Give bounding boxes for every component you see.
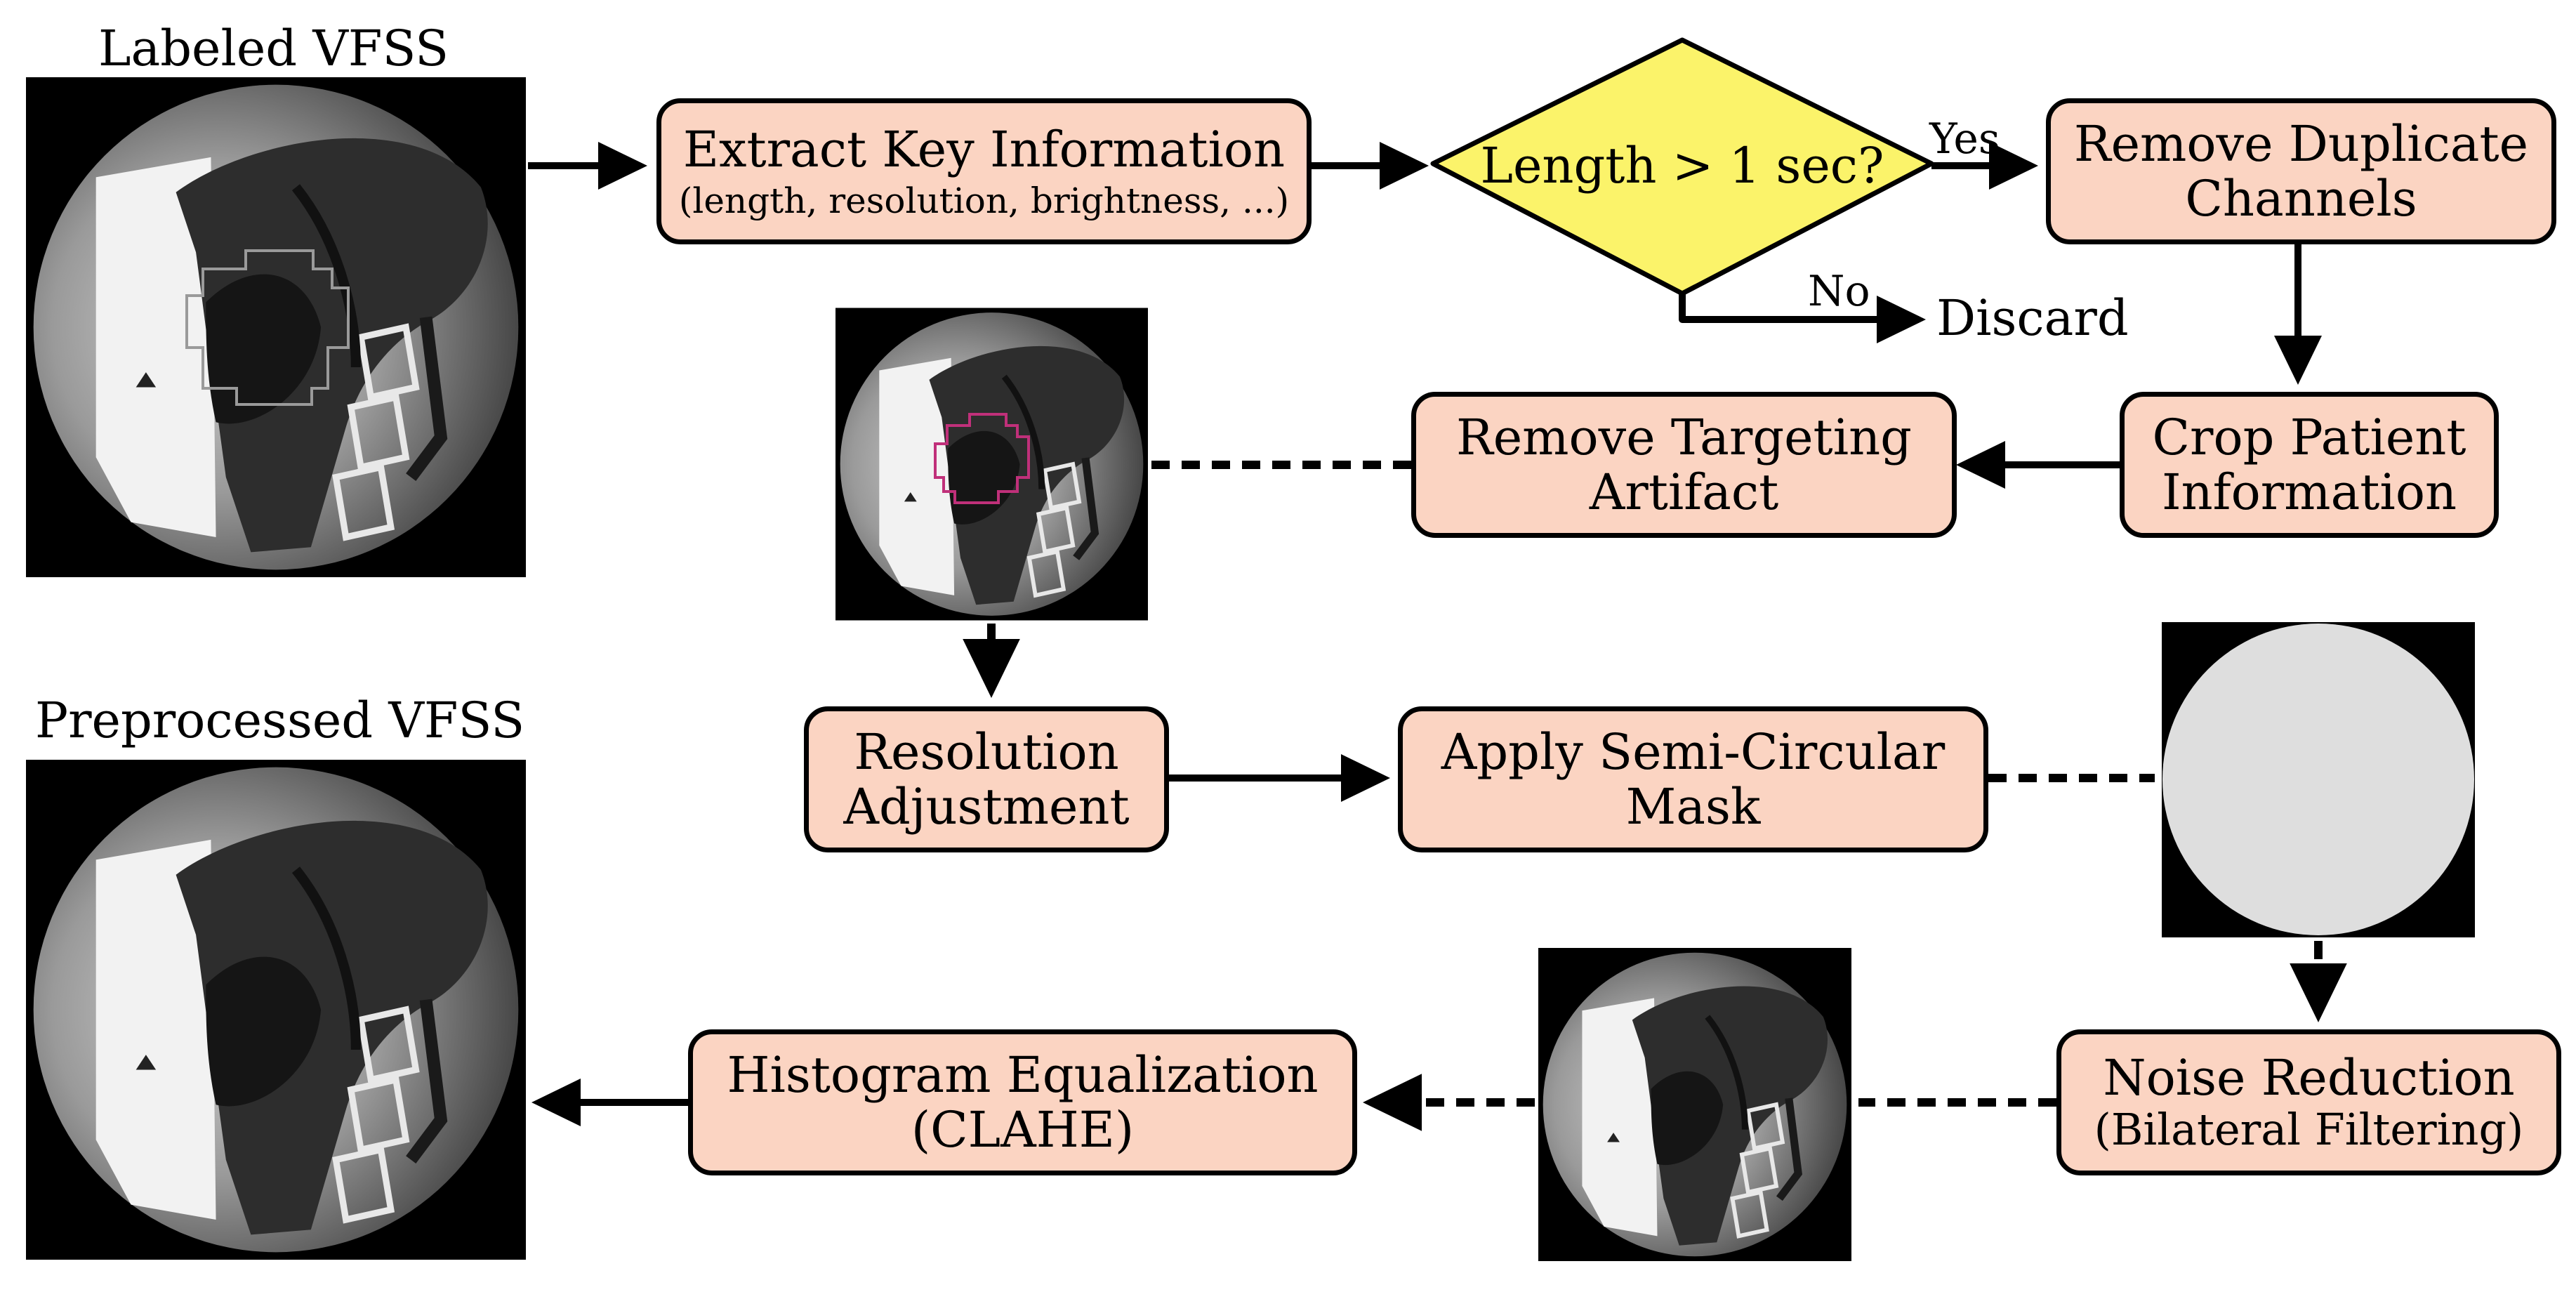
- apply-semi-circular-mask-box: Apply Semi-Circular Mask: [1398, 706, 1988, 852]
- remove-duplicate-channels-box: Remove Duplicate Channels: [2046, 98, 2556, 244]
- resolution-line2: Adjustment: [843, 778, 1130, 836]
- remove-targeting-artifact-box: Remove Targeting Artifact: [1411, 392, 1957, 538]
- labeled-vfss-image: [26, 77, 526, 577]
- extract-subtitle: (length, resolution, brightness, ...): [678, 180, 1290, 222]
- resolution-line1: Resolution: [854, 723, 1119, 781]
- noise-reduction-line1: Noise Reduction: [2103, 1049, 2515, 1107]
- crop-patient-line1: Crop Patient: [2152, 408, 2466, 466]
- resolution-adjustment-box: Resolution Adjustment: [804, 706, 1169, 852]
- denoised-vfss-image: [1538, 948, 1851, 1261]
- decision-yes-label: Yes: [1929, 114, 2000, 164]
- histogram-line1: Histogram Equalization: [727, 1046, 1319, 1104]
- discard-label: Discard: [1936, 289, 2129, 347]
- remove-targeting-line2: Artifact: [1589, 463, 1779, 521]
- remove-targeting-line1: Remove Targeting: [1456, 408, 1912, 466]
- noise-reduction-line2: (Bilateral Filtering): [2094, 1104, 2524, 1156]
- apply-mask-line1: Apply Semi-Circular: [1441, 723, 1946, 781]
- remove-duplicate-line2: Channels: [2185, 170, 2417, 228]
- labeled-vfss-title: Labeled VFSS: [98, 20, 449, 77]
- preprocessed-vfss-title: Preprocessed VFSS: [35, 692, 525, 749]
- remove-duplicate-line1: Remove Duplicate: [2073, 114, 2529, 173]
- decision-no-label: No: [1808, 267, 1870, 316]
- apply-mask-line2: Mask: [1625, 778, 1761, 836]
- extract-key-information-box: Extract Key Information (length, resolut…: [656, 98, 1312, 244]
- roi-outline-intermediate: [934, 413, 1030, 504]
- crop-patient-line2: Information: [2161, 463, 2457, 521]
- intermediate-vfss-image: [835, 308, 1148, 621]
- extract-title: Extract Key Information: [682, 120, 1286, 178]
- mask-image: [2162, 622, 2475, 937]
- decision-question: Length > 1 sec?: [1480, 137, 1884, 195]
- preprocessed-vfss-image: [26, 760, 526, 1260]
- arrow-decision-no: [1679, 294, 1926, 343]
- noise-reduction-box: Noise Reduction (Bilateral Filtering): [2056, 1029, 2561, 1175]
- crop-patient-information-box: Crop Patient Information: [2120, 392, 2499, 538]
- histogram-equalization-box: Histogram Equalization (CLAHE): [688, 1029, 1357, 1175]
- histogram-line2: (CLAHE): [911, 1101, 1135, 1159]
- roi-outline-input: [185, 249, 350, 406]
